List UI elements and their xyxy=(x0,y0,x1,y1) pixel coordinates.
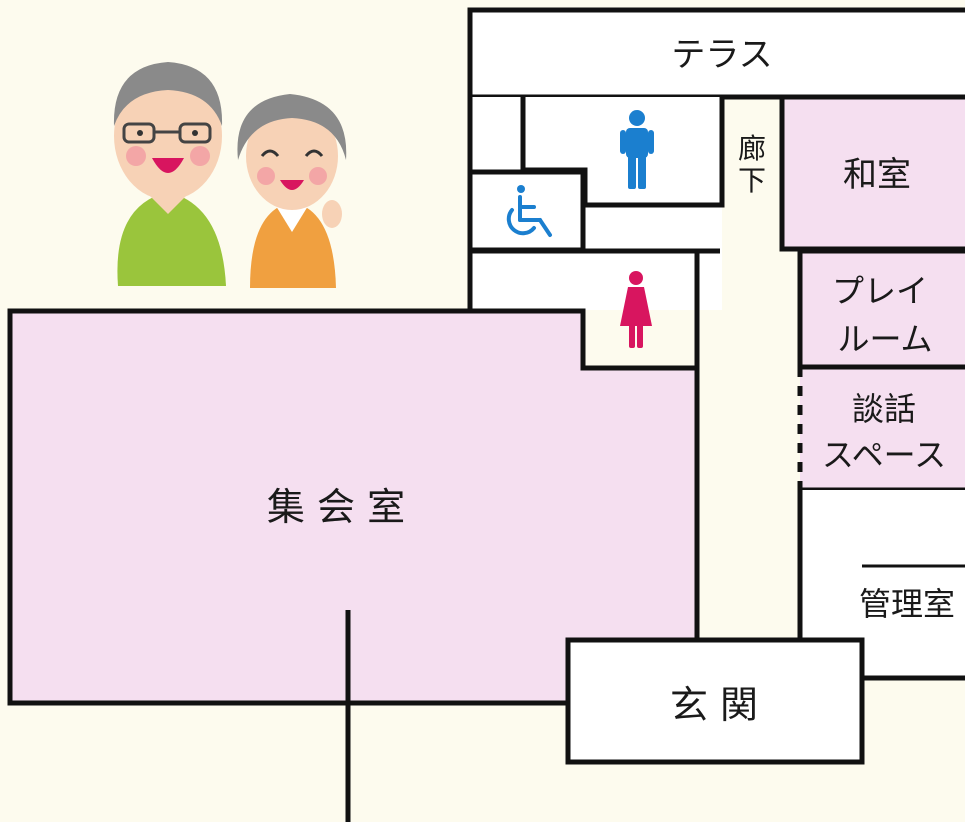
lounge-label-2: スペース xyxy=(822,436,946,474)
japanese-room xyxy=(779,94,965,252)
corridor-label-2: 下 xyxy=(738,164,766,197)
terrace-label: テラス xyxy=(671,35,772,75)
assembly-hall-label: 集 会 室 xyxy=(267,485,405,529)
elderly-couple-illustration xyxy=(113,62,347,288)
woman-restroom-icon xyxy=(620,271,652,348)
play-room-label-1: プレイ xyxy=(832,272,928,310)
entrance-room xyxy=(565,637,865,765)
play-room-label-2: ルーム xyxy=(837,320,932,358)
play-room xyxy=(797,248,965,370)
wheelchair-icon xyxy=(506,185,552,237)
corridor-label-1: 廊 xyxy=(738,132,766,165)
terrace-room xyxy=(467,7,965,100)
lounge-label-1: 談話 xyxy=(852,390,916,428)
japanese-room-label: 和室 xyxy=(843,155,911,195)
accessible-restroom xyxy=(467,169,586,253)
man-restroom-icon xyxy=(620,110,654,189)
office-label: 管理室 xyxy=(859,585,955,623)
entrance-label: 玄 関 xyxy=(670,683,758,727)
lounge-room xyxy=(800,367,965,490)
